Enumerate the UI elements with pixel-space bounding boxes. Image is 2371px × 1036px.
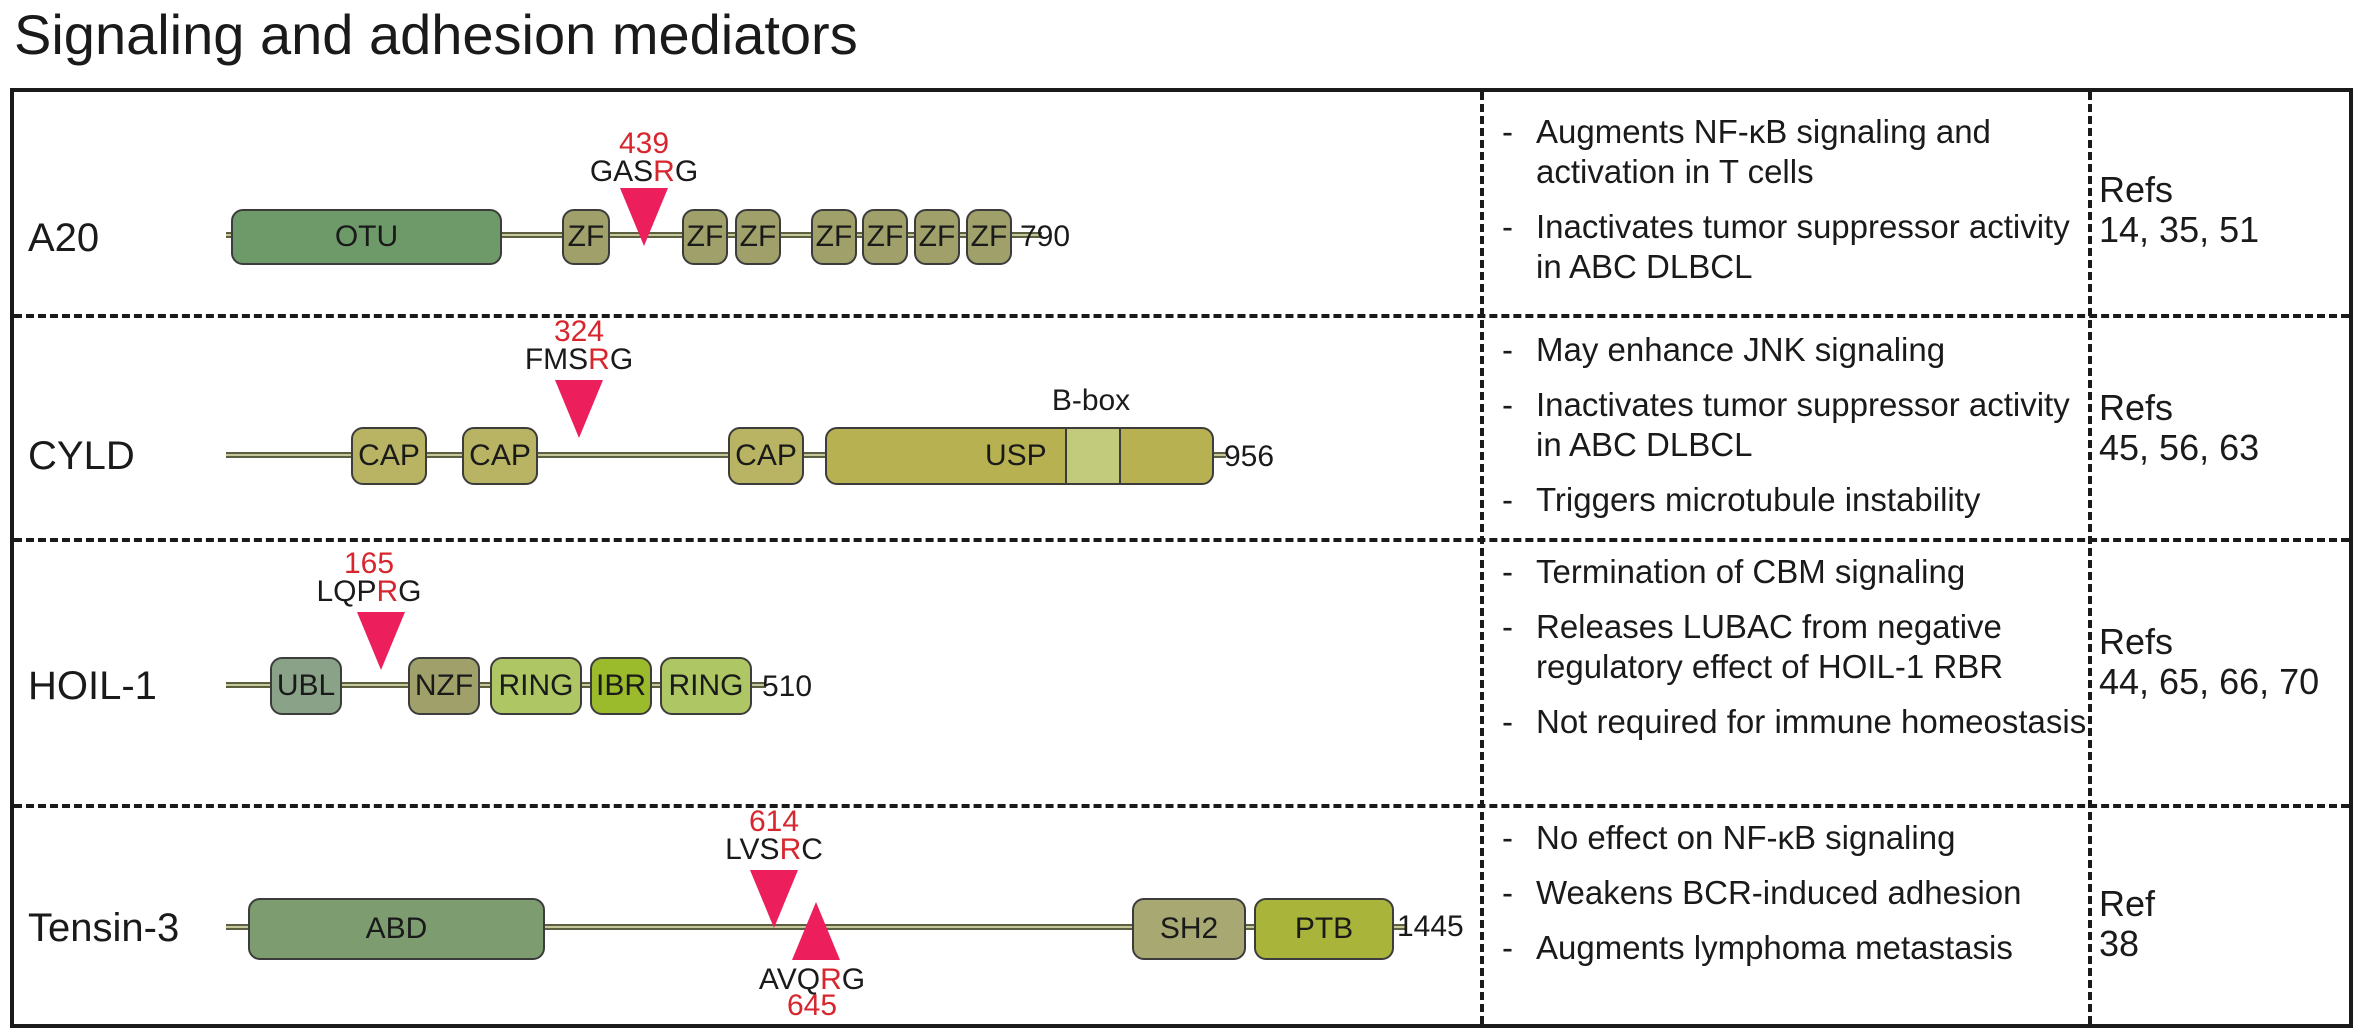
domain-ptb: PTB [1254,898,1394,960]
figure-title: Signaling and adhesion mediators [14,3,858,66]
cleavage-site-marker [750,870,798,928]
cleavage-site-marker [357,612,405,670]
domain-zf: ZF [966,209,1012,265]
protein-row-cyld: CYLD CAP CAP CAP USP B-box 956 324 FMSRG… [14,314,2349,538]
effect-item: Inactivates tumor suppressor activity in… [1494,207,2089,287]
domain-zf: ZF [735,209,781,265]
protein-length: 510 [762,670,813,703]
effect-item: Not required for immune homeostasis [1494,702,2089,742]
domain-nzf: NZF [408,657,480,715]
domain-ring: RING [660,657,752,715]
table-frame: A20 OTU ZF ZF ZF ZF ZF ZF ZF 790 439 GAS… [10,88,2353,1028]
domain-usp-label: USP [985,439,1047,472]
protein-name: HOIL-1 [28,664,157,708]
cleavage-site-sequence: AVQRG [758,963,866,996]
protein-row-hoil-1: HOIL-1 UBL NZF RING IBR RING 510 165 LQP… [14,538,2349,804]
column-divider-refs [2088,92,2092,1024]
effect-item: Augments NF-κB signaling and activation … [1494,112,2089,192]
b-box-label: B-box [1051,384,1131,417]
domain-zf: ZF [862,209,908,265]
protein-length: 790 [1020,220,1071,253]
domain-zf: ZF [811,209,857,265]
cleavage-site-sequence: LVSRC [725,833,823,866]
effect-item: Weakens BCR-induced adhesion [1494,873,2089,913]
cleavage-site-sequence: LQPRG [316,575,422,608]
effect-item: Triggers microtubule instability [1494,480,2089,520]
cleavage-site-marker [792,902,840,960]
cleavage-site-position: 645 [786,989,838,1022]
cleavage-site-sequence: GASRG [589,155,699,188]
domain-abd: ABD [248,898,545,960]
effect-item: Augments lymphoma metastasis [1494,928,2089,968]
effect-item: No effect on NF-κB signaling [1494,818,2089,858]
domain-cap: CAP [462,427,538,485]
protein-name: Tensin-3 [28,906,180,950]
functional-effects-list: Augments NF-κB signaling and activation … [1494,112,2089,302]
cleavage-site-position: 165 [343,547,395,580]
cleavage-site-marker [620,188,668,246]
row-divider [14,538,2349,542]
row-divider [14,804,2349,808]
domain-otu: OTU [231,209,502,265]
effect-item: Termination of CBM signaling [1494,552,2089,592]
protein-name: CYLD [28,434,135,478]
cleavage-site-position: 614 [748,805,800,838]
domain-sh2: SH2 [1132,898,1246,960]
column-divider-effects [1480,92,1484,1024]
domain-usp: USP [825,427,1214,485]
functional-effects-list: No effect on NF-κB signaling Weakens BCR… [1494,818,2089,983]
protein-backbone [226,452,1226,458]
cleavage-site-marker [555,380,603,438]
effect-item: Releases LUBAC from negative regulatory … [1494,607,2089,687]
cleavage-site-position: 324 [553,315,605,348]
domain-ubl: UBL [270,657,342,715]
protein-row-a20: A20 OTU ZF ZF ZF ZF ZF ZF ZF 790 439 GAS… [14,92,2349,314]
domain-zf: ZF [914,209,960,265]
domain-cap: CAP [351,427,427,485]
protein-length: 956 [1224,440,1275,473]
domain-ring: RING [490,657,582,715]
cleavage-site-sequence: FMSRG [524,343,634,376]
domain-zf: ZF [682,209,728,265]
domain-cap: CAP [728,427,804,485]
protein-row-tensin-3: Tensin-3 ABD SH2 PTB 1445 614 LVSRC AVQR… [14,804,2349,1028]
domain-ibr: IBR [590,657,652,715]
functional-effects-list: Termination of CBM signaling Releases LU… [1494,552,2089,757]
row-divider [14,314,2349,318]
protein-name: A20 [28,216,100,260]
cleavage-site-position: 439 [618,127,670,160]
effect-item: May enhance JNK signaling [1494,330,2089,370]
domain-b-box [1065,429,1121,483]
functional-effects-list: May enhance JNK signaling Inactivates tu… [1494,330,2089,535]
effect-item: Inactivates tumor suppressor activity in… [1494,385,2089,465]
domain-zf: ZF [562,209,610,265]
protein-length: 1445 [1397,910,1464,943]
